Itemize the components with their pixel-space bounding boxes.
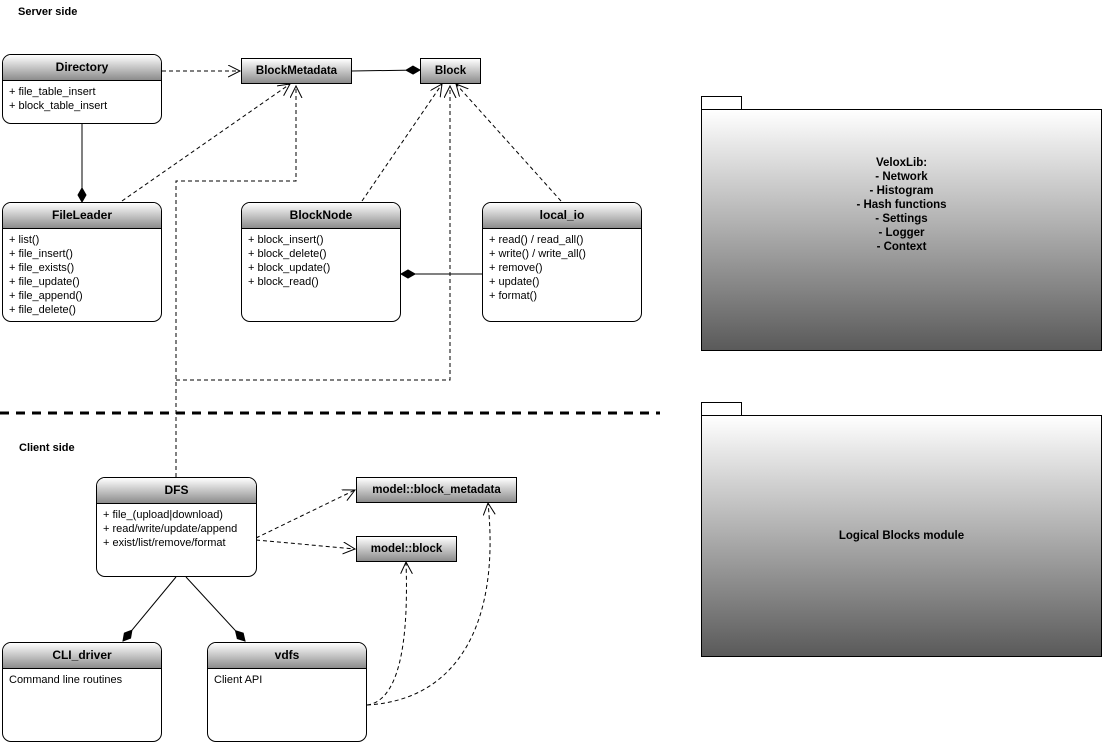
class-fileleader-name: FileLeader <box>3 203 161 229</box>
member: + list() <box>9 234 40 246</box>
class-fileleader[interactable]: FileLeader + list() + file_insert() + fi… <box>2 202 162 322</box>
member: + read() / read_all() <box>489 234 584 246</box>
dep-dfs-model-block-metadata <box>255 490 355 539</box>
box-model-block-metadata[interactable]: model::block_metadata <box>356 477 517 503</box>
class-cli-driver[interactable]: CLI_driver Command line routines <box>2 642 162 742</box>
client-side-label: Client side <box>19 442 75 454</box>
class-cli-driver-members: Command line routines <box>3 669 161 687</box>
member: Command line routines <box>9 674 123 686</box>
box-blockmetadata[interactable]: BlockMetadata <box>241 58 352 84</box>
class-dfs-name: DFS <box>97 478 256 504</box>
package-line: - Logger <box>878 227 925 239</box>
class-vdfs[interactable]: vdfs Client API <box>207 642 367 742</box>
member: + block_update() <box>248 262 331 274</box>
comp-dfs-vdfs <box>185 576 245 641</box>
member: + file_exists() <box>9 262 75 274</box>
class-cli-driver-name: CLI_driver <box>3 643 161 669</box>
package-line: Logical Blocks module <box>838 530 965 542</box>
package-logical-blocks[interactable]: Logical Blocks module <box>701 415 1102 657</box>
member: + file_delete() <box>9 304 76 316</box>
member: + write() / write_all() <box>489 248 586 260</box>
member: + update() <box>489 276 540 288</box>
package-veloxlib-text: VeloxLib: - Network - Histogram - Hash f… <box>856 156 946 254</box>
class-directory-name: Directory <box>3 55 161 81</box>
member: + format() <box>489 290 537 302</box>
comp-blockmetadata-block <box>351 70 420 71</box>
dep-fileleader-blockmetadata <box>121 84 290 202</box>
member: + block_read() <box>248 276 319 288</box>
class-local-io-name: local_io <box>483 203 641 229</box>
package-line: - Network <box>875 171 928 183</box>
package-veloxlib[interactable]: VeloxLib: - Network - Histogram - Hash f… <box>701 109 1102 351</box>
member: + block_insert() <box>248 234 324 246</box>
member: + file_insert() <box>9 248 73 260</box>
member: + file_table_insert <box>9 86 96 98</box>
box-block[interactable]: Block <box>420 58 481 84</box>
box-model-block[interactable]: model::block <box>356 536 457 562</box>
dep-localio-block <box>456 84 562 202</box>
class-blocknode-name: BlockNode <box>242 203 400 229</box>
class-blocknode[interactable]: BlockNode + block_insert() + block_delet… <box>241 202 401 322</box>
package-logical-blocks-tab <box>701 402 742 416</box>
dep-vdfs-model-block <box>366 562 406 706</box>
dep-vdfs-model-block-metadata <box>366 503 490 706</box>
package-line: - Histogram <box>869 185 934 197</box>
dep-dfs-block <box>176 86 450 381</box>
member: + file_update() <box>9 276 80 288</box>
class-directory[interactable]: Directory + file_table_insert + block_ta… <box>2 54 162 124</box>
class-local-io[interactable]: local_io + read() / read_all() + write()… <box>482 202 642 322</box>
member: + block_table_insert <box>9 100 108 112</box>
package-veloxlib-tab <box>701 96 742 110</box>
dep-blocknode-block <box>361 84 442 202</box>
member: + file_append() <box>9 290 83 302</box>
comp-dfs-cli <box>123 576 177 641</box>
member: + read/write/update/append <box>103 523 238 535</box>
member: + file_(upload|download) <box>103 509 223 521</box>
package-line: - Settings <box>875 213 928 225</box>
member: + exist/list/remove/format <box>103 537 226 549</box>
class-dfs[interactable]: DFS + file_(upload|download) + read/writ… <box>96 477 257 577</box>
class-vdfs-members: Client API <box>208 669 366 687</box>
class-vdfs-name: vdfs <box>208 643 366 669</box>
class-dfs-members: + file_(upload|download) + read/write/up… <box>97 504 256 550</box>
class-local-io-members: + read() / read_all() + write() / write_… <box>483 229 641 303</box>
member: + remove() <box>489 262 543 274</box>
class-directory-members: + file_table_insert + block_table_insert <box>3 81 161 113</box>
package-line: - Context <box>876 241 927 253</box>
package-logical-blocks-text: Logical Blocks module <box>839 529 964 543</box>
member: + block_delete() <box>248 248 327 260</box>
class-fileleader-members: + list() + file_insert() + file_exists()… <box>3 229 161 317</box>
class-blocknode-members: + block_insert() + block_delete() + bloc… <box>242 229 400 289</box>
server-side-label: Server side <box>18 6 78 18</box>
package-line: - Hash functions <box>856 199 947 211</box>
dep-dfs-blockmetadata <box>175 86 296 477</box>
member: Client API <box>214 674 263 686</box>
package-line: VeloxLib: <box>875 157 928 169</box>
dep-dfs-model-block <box>255 539 355 549</box>
